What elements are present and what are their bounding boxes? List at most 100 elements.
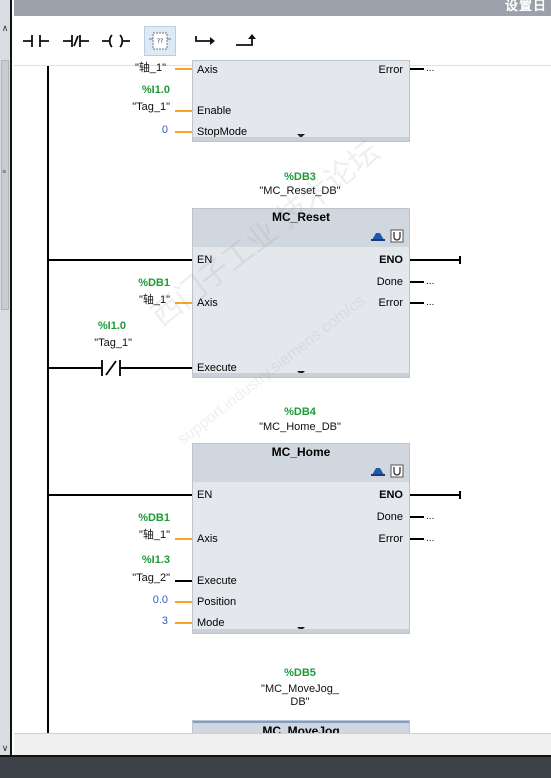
expand-chevron-icon[interactable] bbox=[297, 134, 305, 138]
top-partial-block[interactable]: Axis Error Enable StopMode bbox=[192, 60, 410, 142]
mc-home-icons bbox=[370, 463, 405, 479]
mc-home-mode-pin: Mode bbox=[197, 617, 225, 629]
title-bar: 设置日 bbox=[14, 0, 551, 16]
scroll-down-icon[interactable]: ∨ bbox=[1, 743, 9, 753]
mc-home-done-wire bbox=[410, 516, 424, 518]
empty-box-button[interactable]: ?? bbox=[144, 26, 176, 56]
db-open-icon[interactable] bbox=[370, 463, 386, 479]
mc-reset-axis-pin: Axis bbox=[197, 297, 218, 309]
eno-wire-end bbox=[459, 256, 461, 264]
axis-param-wire bbox=[175, 68, 192, 70]
mc-home-position-value[interactable]: 0.0 bbox=[152, 594, 168, 606]
mc-home-position-pin: Position bbox=[197, 596, 237, 608]
mc-movejog-block[interactable]: MC_MoveJog bbox=[192, 720, 410, 733]
power-rail bbox=[47, 66, 49, 733]
mc-home-axis-param-wire bbox=[175, 538, 192, 540]
left-window-frame: ∧ ≡ ∨ bbox=[0, 0, 12, 778]
empty-box-icon: ?? bbox=[149, 32, 171, 50]
status-bar bbox=[0, 755, 551, 778]
mc-reset-done-wire bbox=[410, 281, 424, 283]
mc-reset-execute-pin: Execute bbox=[197, 362, 237, 374]
open-branch-arrow-icon bbox=[195, 36, 215, 45]
mc-home-block[interactable]: MC_Home EN ENO Done Error Axis Execute P… bbox=[192, 443, 410, 634]
mc-reset-db-name: "MC_Reset_DB" bbox=[259, 185, 341, 197]
mc-reset-axis-param-wire bbox=[175, 302, 192, 304]
mc-home-header: MC_Home bbox=[193, 444, 409, 482]
diagnostics-icon[interactable] bbox=[389, 463, 405, 479]
mc-movejog-db-name-line1: "MC_MoveJog_ bbox=[261, 683, 339, 695]
mc-home-execute-tag: "Tag_2" bbox=[132, 572, 170, 584]
mc-home-done-pin: Done bbox=[376, 511, 403, 523]
window-title: 设置日 bbox=[504, 0, 547, 13]
vertical-scrollbar-thumb[interactable] bbox=[1, 60, 9, 310]
svg-text:??: ?? bbox=[157, 38, 163, 45]
mc-home-en-pin: EN bbox=[197, 489, 213, 501]
mc-reset-error-placeholder[interactable]: ... bbox=[426, 297, 435, 308]
mc-home-axis-tag: "轴_1" bbox=[138, 529, 170, 541]
block-footer bbox=[193, 137, 409, 141]
close-branch-button[interactable] bbox=[230, 26, 262, 56]
mc-movejog-db-name-line2: DB" bbox=[290, 696, 310, 708]
mc-home-axis-pin: Axis bbox=[197, 533, 218, 545]
normally-open-contact-button[interactable] bbox=[20, 26, 52, 56]
mc-reset-header: MC_Reset bbox=[193, 209, 409, 247]
mc-home-execute-param-wire bbox=[175, 580, 192, 582]
stopmode-pin: StopMode bbox=[197, 126, 248, 138]
mc-reset-error-pin: Error bbox=[378, 297, 403, 309]
mc-reset-execute-tag: "Tag_1" bbox=[94, 337, 132, 349]
mc-movejog-header: MC_MoveJog bbox=[193, 721, 409, 733]
output-coil-button[interactable] bbox=[100, 26, 132, 56]
eno-wire-end bbox=[459, 491, 461, 499]
mc-reset-en-wire bbox=[49, 259, 192, 261]
enable-tag: "Tag_1" bbox=[132, 101, 170, 113]
ladder-toolbar: ?? bbox=[14, 16, 551, 66]
mc-home-eno-pin: ENO bbox=[379, 489, 403, 501]
scroll-up-icon[interactable]: ∧ bbox=[1, 23, 9, 33]
mc-home-db-address: %DB4 bbox=[284, 406, 316, 418]
mc-home-mode-param-wire bbox=[175, 622, 192, 624]
mc-home-en-wire bbox=[49, 494, 192, 496]
output-coil-icon bbox=[102, 34, 130, 48]
mc-reset-en-pin: EN bbox=[197, 254, 213, 266]
mc-reset-icons bbox=[370, 228, 405, 244]
mc-home-error-pin: Error bbox=[378, 533, 403, 545]
enable-param-wire bbox=[175, 110, 192, 112]
mc-reset-eno-pin: ENO bbox=[379, 254, 403, 266]
enable-address: %I1.0 bbox=[141, 84, 170, 96]
mc-reset-done-placeholder[interactable]: ... bbox=[426, 276, 435, 287]
mc-movejog-db-address: %DB5 bbox=[284, 667, 316, 679]
mc-home-error-placeholder[interactable]: ... bbox=[426, 533, 435, 544]
close-branch-arrow-icon bbox=[236, 34, 256, 46]
error-output-placeholder[interactable]: ... bbox=[426, 63, 435, 74]
mc-reset-axis-address: %DB1 bbox=[138, 277, 170, 289]
mc-home-execute-pin: Execute bbox=[197, 575, 237, 587]
enable-pin: Enable bbox=[197, 105, 232, 117]
mc-reset-error-wire bbox=[410, 302, 424, 304]
normally-closed-contact-icon[interactable] bbox=[101, 359, 121, 382]
db-open-icon[interactable] bbox=[370, 228, 386, 244]
normally-closed-contact-icon bbox=[63, 35, 89, 47]
mc-reset-eno-wire bbox=[410, 259, 460, 261]
normally-open-contact-icon bbox=[23, 35, 49, 47]
mc-home-eno-wire bbox=[410, 494, 460, 496]
mc-home-done-placeholder[interactable]: ... bbox=[426, 511, 435, 522]
stopmode-value[interactable]: 0 bbox=[161, 124, 168, 136]
block-footer bbox=[193, 629, 409, 633]
mc-home-db-name: "MC_Home_DB" bbox=[259, 421, 341, 433]
error-pin: Error bbox=[378, 64, 403, 76]
mc-reset-execute-wire-right bbox=[120, 367, 192, 369]
diagnostics-icon[interactable] bbox=[389, 228, 405, 244]
normally-closed-contact-button[interactable] bbox=[60, 26, 92, 56]
mc-home-error-wire bbox=[410, 538, 424, 540]
mc-reset-db-address: %DB3 bbox=[284, 171, 316, 183]
scroll-grip-icon: ≡ bbox=[2, 169, 7, 176]
mc-reset-axis-tag: "轴_1" bbox=[138, 294, 170, 306]
mc-reset-block[interactable]: MC_Reset EN ENO Done Error Axis Execute bbox=[192, 208, 410, 378]
mc-home-mode-value[interactable]: 3 bbox=[161, 615, 168, 627]
open-branch-button[interactable] bbox=[190, 26, 222, 56]
mc-reset-done-pin: Done bbox=[376, 276, 403, 288]
mc-movejog-title: MC_MoveJog bbox=[262, 724, 340, 733]
mc-home-position-param-wire bbox=[175, 601, 192, 603]
horizontal-scrollbar[interactable] bbox=[14, 733, 551, 755]
axis-pin: Axis bbox=[197, 64, 218, 76]
